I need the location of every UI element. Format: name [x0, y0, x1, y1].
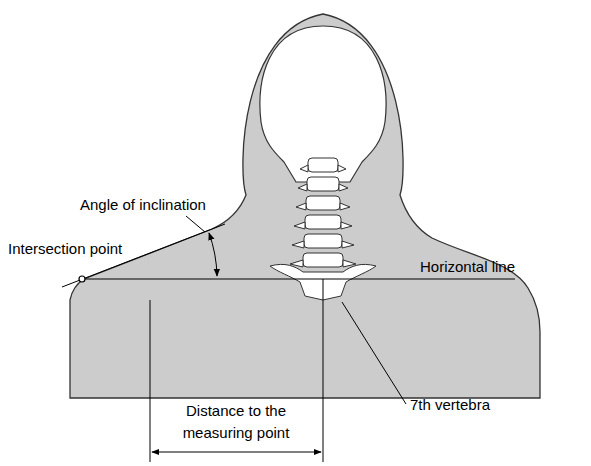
vertebra: [304, 234, 342, 248]
angle-leader: [186, 216, 205, 232]
vertebra-process: [342, 241, 354, 248]
dimension-extension: [323, 279, 324, 462]
vertebra-process: [338, 165, 346, 172]
vertebra-process: [300, 165, 308, 172]
vertebra-process: [294, 222, 305, 229]
dimension-arrow: [152, 452, 321, 453]
vertebra: [303, 253, 343, 267]
vertebra-process: [341, 222, 352, 229]
vertebra-leader: [342, 302, 406, 404]
vertebra: [306, 196, 340, 210]
vertebra-process: [292, 241, 304, 248]
intersection-label: Intersection point: [6, 240, 124, 258]
vertebra: [305, 215, 341, 229]
distance-label: Distance to the measuring point: [161, 400, 311, 444]
vertebra-process: [298, 184, 307, 191]
vertebra: [307, 177, 339, 191]
intersection-point: [79, 276, 85, 282]
angle-arc: [209, 233, 217, 276]
vertebra: [308, 158, 338, 172]
vertebra-label: 7th vertebra: [410, 396, 490, 414]
body-silhouette: [70, 14, 540, 398]
vertebra-process: [339, 184, 348, 191]
horizontal-line: [82, 279, 515, 280]
vertebra-process: [296, 203, 306, 210]
dimension-extension: [150, 300, 151, 462]
vertebra-process: [340, 203, 350, 210]
angle-label: Angle of inclination: [80, 196, 206, 214]
skull: [260, 26, 386, 182]
horizontal-line-label: Horizontal line: [420, 258, 515, 276]
